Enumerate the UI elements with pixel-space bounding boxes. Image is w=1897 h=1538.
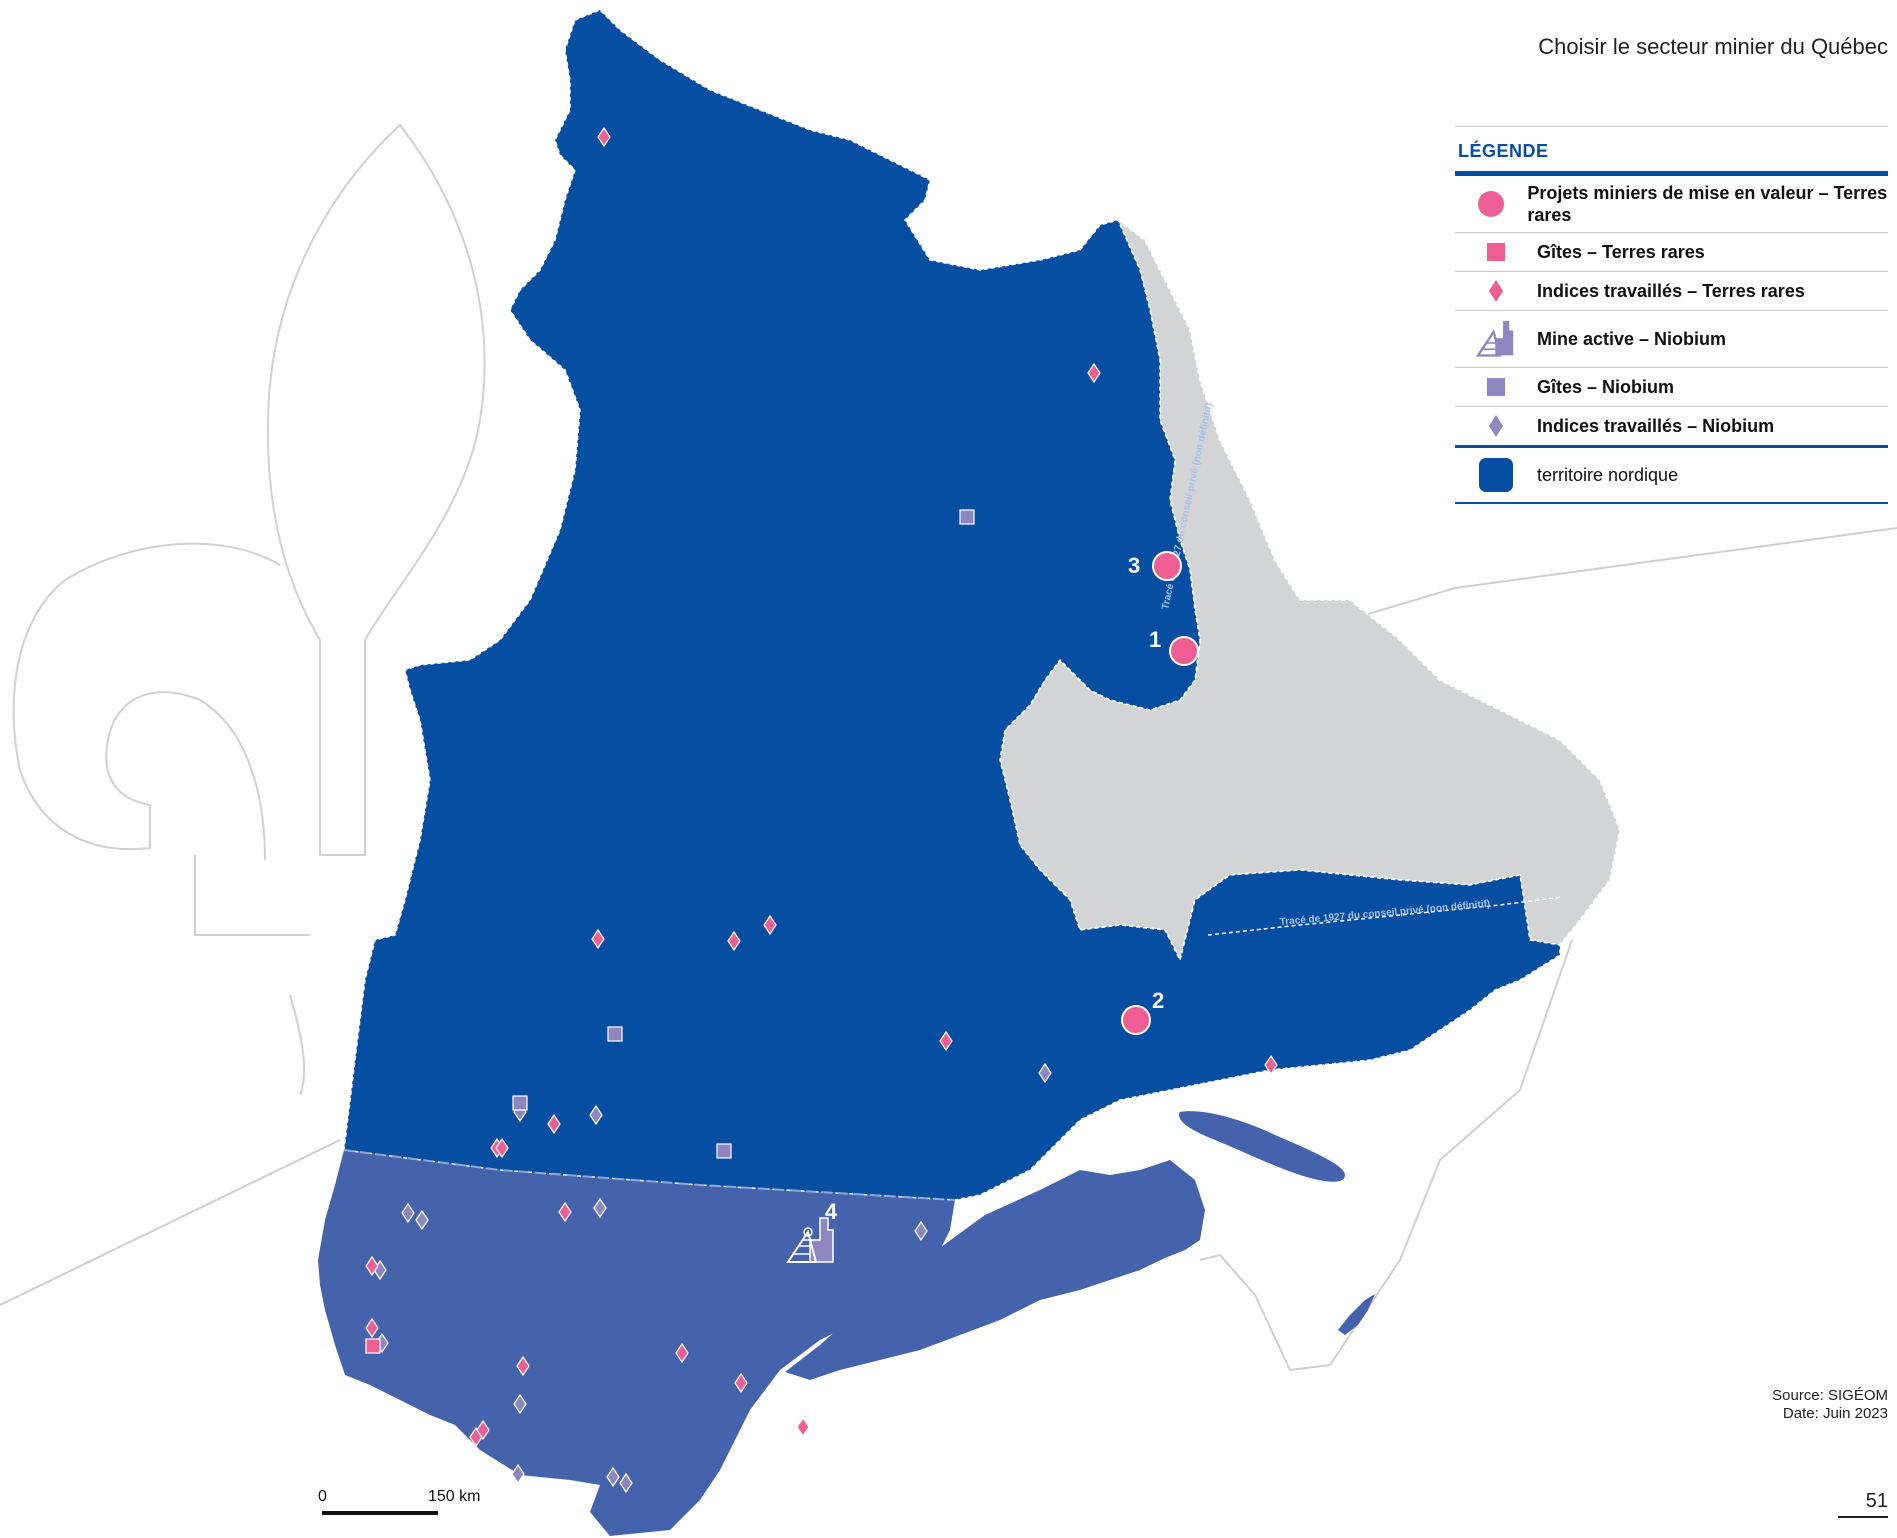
- pink-square-icon: [1487, 243, 1505, 261]
- legend-label: Projets miniers de mise en valeur – Terr…: [1527, 183, 1888, 225]
- source-note: Source: SIGÉOM Date: Juin 2023: [1772, 1387, 1888, 1423]
- scale-line: [322, 1511, 438, 1515]
- pink-circle-icon: [1478, 191, 1505, 217]
- project-3-marker: [1152, 551, 1182, 581]
- purple-square-icon: [1487, 378, 1505, 396]
- legend-label: Indices travaillés – Niobium: [1537, 416, 1775, 436]
- map-legend: LÉGENDE Projets miniers de mise en valeu…: [1455, 126, 1888, 504]
- scale-end-label: 150 km: [428, 1488, 481, 1505]
- pink-diamond-icon: [1489, 280, 1503, 302]
- blue-rounded-square-icon: [1479, 458, 1513, 492]
- legend-item-gites-niobium: Gîtes – Niobium: [1455, 368, 1888, 407]
- source-line: Source: SIGÉOM: [1772, 1387, 1888, 1404]
- legend-label: territoire nordique: [1537, 465, 1679, 485]
- terres-rares-projects: 1 2 3: [1121, 551, 1199, 1035]
- legend-item-mine-active: Mine active – Niobium: [1455, 311, 1888, 368]
- project-2-marker: [1121, 1005, 1151, 1035]
- project-1-label: 1: [1149, 627, 1161, 652]
- mine-headframe-icon: [1476, 321, 1514, 357]
- legend-item-territoire-nordique: territoire nordique: [1455, 448, 1888, 504]
- legend-label: Mine active – Niobium: [1537, 329, 1727, 349]
- legend-title: LÉGENDE: [1458, 141, 1549, 161]
- project-1-marker: [1169, 636, 1199, 666]
- magdalen-islands: [1338, 1294, 1375, 1335]
- project-3-label: 3: [1128, 553, 1140, 578]
- project-4-label: 4: [825, 1199, 838, 1224]
- legend-item-indices-terres-rares: Indices travaillés – Terres rares: [1455, 272, 1888, 311]
- quebec-south-line: [343, 1149, 956, 1201]
- scale-bar: 0 150 km: [318, 1488, 480, 1528]
- territoire-nordique: [343, 9, 1561, 1201]
- page-number: 51: [1837, 1490, 1888, 1518]
- scale-start-label: 0: [318, 1488, 327, 1505]
- legend-item-gites-terres-rares: Gîtes – Terres rares: [1455, 233, 1888, 272]
- legend-item-indices-niobium: Indices travaillés – Niobium: [1455, 407, 1888, 448]
- legend-label: Gîtes – Niobium: [1537, 377, 1675, 397]
- legend-label: Indices travaillés – Terres rares: [1537, 281, 1805, 301]
- gaspe-peninsula: [785, 1160, 1205, 1380]
- reference-lines: [0, 527, 1897, 1372]
- purple-diamond-icon: [1489, 415, 1503, 437]
- legend-item-projects: Projets miniers de mise en valeur – Terr…: [1455, 176, 1888, 233]
- terres-rares-gites: [365, 1338, 381, 1354]
- project-2-label: 2: [1152, 988, 1164, 1013]
- date-line: Date: Juin 2023: [1782, 1405, 1888, 1422]
- mine-headframe-icon: [786, 1217, 834, 1263]
- legend-label: Gîtes – Terres rares: [1537, 242, 1705, 262]
- fleur-de-lis-watermark: [12, 123, 486, 1096]
- page-title: Choisir le secteur minier du Québec: [1538, 34, 1888, 59]
- anticosti-island: [1179, 1111, 1345, 1182]
